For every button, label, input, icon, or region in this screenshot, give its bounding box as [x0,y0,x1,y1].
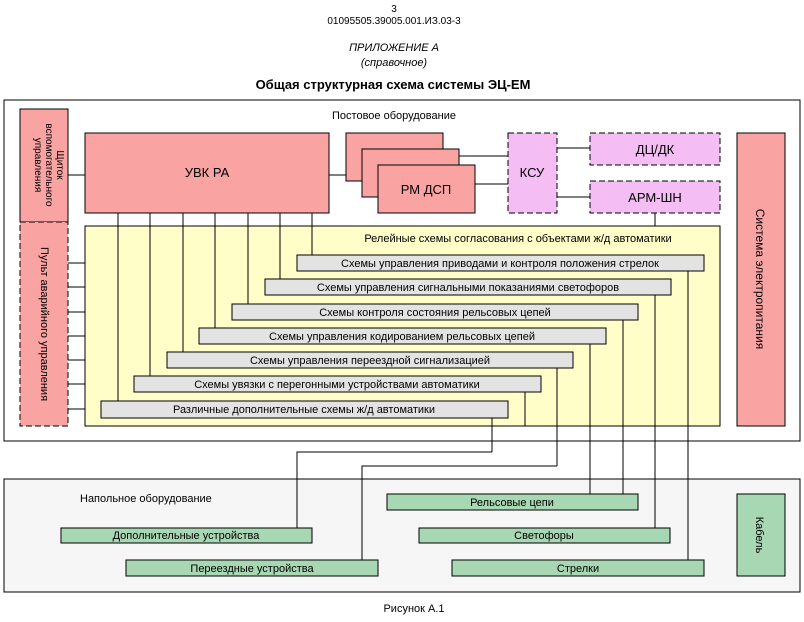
field-signals [418,527,671,544]
relay-item-additional [100,400,509,419]
diagram-title: Общая структурная схема системы ЭЦ-ЕМ [256,77,531,92]
relay-item-track-control [231,303,639,321]
field-switches-label: Стрелки [557,563,599,575]
field-connector-lines [296,479,689,560]
cable-label: Кабель [753,517,765,554]
power-supply-label: Система электропитания [753,209,767,350]
appendix-note: (справочное) [361,57,428,69]
relay-item-track-coding-label: Схемы управления кодированием рельсовых … [269,331,535,343]
relay-item-interlock-label: Схемы увязки с перегонными устройствами … [194,379,480,391]
rm-dsp-label: РМ ДСП [401,182,452,197]
field-rail-circuits-label: Рельсовые цепи [470,497,554,509]
emergency-control-panel [19,221,69,427]
relay-item-interlock [133,375,542,393]
field-additional-devices-label: Дополнительные устройства [113,530,261,542]
field-additional-devices [60,527,313,544]
appendix-label: ПРИЛОЖЕНИЕ А [349,42,439,54]
dc-dk-label: ДЦ/ДК [636,142,675,157]
post-equipment-label: Постовое оборудование [332,110,456,122]
field-crossing-devices [125,559,379,577]
auxiliary-control-panel [19,108,69,223]
rm-dsp-block [377,164,476,214]
relay-item-switches-label: Схемы управления приводами и контроля по… [341,258,659,270]
uvk-ra-label: УВК РА [185,165,230,180]
relay-item-track-coding [198,327,607,345]
page-number: 3 [391,4,397,15]
aux-panel-line-1: Щиток [54,150,65,180]
relay-item-switches [296,254,705,272]
document-code: 01095505.39005.001.ИЗ.03-3 [327,16,461,27]
relay-vertical-lines [117,226,689,426]
field-switches [451,559,705,577]
uvk-ra-block [84,132,330,214]
field-equipment-label: Напольное оборудование [80,493,212,505]
dc-dk-block [589,132,721,166]
aux-panel-line-3: управления [32,138,43,193]
cable-block [736,493,786,577]
relay-item-signals [264,278,672,296]
ksu-block [507,132,558,214]
relay-item-additional-label: Различные дополнительные схемы ж/д автом… [173,404,435,416]
aux-panel-line-2: вспомогательного [43,123,54,207]
field-crossing-devices-label: Переездные устройства [190,563,314,575]
figure-caption: Рисунок А.1 [383,603,444,615]
power-supply-system [736,132,786,427]
emergency-panel-label: Пульт аварийного управления [38,247,50,401]
field-signals-label: Светофоры [514,530,574,542]
relay-item-crossing-label: Схемы управления переездной сигнализацие… [250,355,490,367]
relay-item-signals-label: Схемы управления сигнальными показаниями… [317,282,619,294]
relay-schemes-title: Релейные схемы согласования с объектами … [364,233,671,245]
arm-shn-label: АРМ-ШН [628,190,682,205]
relay-item-crossing [166,351,574,369]
relay-item-track-control-label: Схемы контроля состояния рельсовых цепей [319,307,551,319]
field-rail-circuits [386,493,639,511]
arm-shn-block [589,180,721,214]
ksu-label: КСУ [520,165,545,180]
